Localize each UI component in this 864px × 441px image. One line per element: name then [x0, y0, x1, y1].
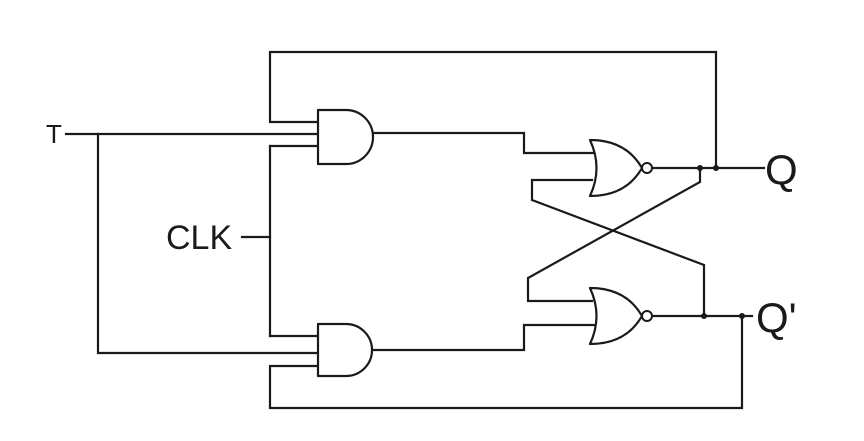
- output-wiring: [652, 166, 766, 318]
- q-output-label: Q: [765, 146, 798, 193]
- upper-and-gate: [316, 108, 375, 166]
- q-bar-junction-dot-1: [701, 313, 707, 319]
- upper-and-output-wire: [372, 131, 596, 155]
- and-to-nor-wiring: [372, 131, 596, 352]
- clk-input-label: CLK: [166, 219, 232, 257]
- clk-wiring: [240, 144, 320, 338]
- q-bar-output-label: Q': [756, 294, 797, 341]
- upper-nor-bubble: [641, 162, 653, 174]
- lower-and-output-wire: [372, 323, 596, 352]
- q-feedback-loop: [268, 50, 718, 170]
- lower-and-gate: [316, 322, 374, 378]
- q-junction-dot-1: [697, 165, 703, 171]
- upper-nor-gate: [588, 138, 644, 198]
- junction-dots: [697, 165, 745, 319]
- lower-nor-bubble: [641, 310, 653, 322]
- feedback-wiring: [268, 50, 744, 410]
- q-bar-feedback-loop: [268, 314, 744, 410]
- t-wire-lower-branch: [96, 132, 320, 355]
- t-input-label: T: [46, 119, 62, 149]
- t-input-wiring: [64, 132, 320, 355]
- lower-nor-gate: [588, 286, 644, 346]
- q-bar-to-upper-nor-wire: [530, 178, 706, 318]
- q-junction-dot-2: [713, 165, 719, 171]
- q-bar-junction-dot-2: [739, 313, 745, 319]
- cross-coupling-wiring: [526, 166, 706, 318]
- q-to-lower-nor-wire: [526, 166, 702, 303]
